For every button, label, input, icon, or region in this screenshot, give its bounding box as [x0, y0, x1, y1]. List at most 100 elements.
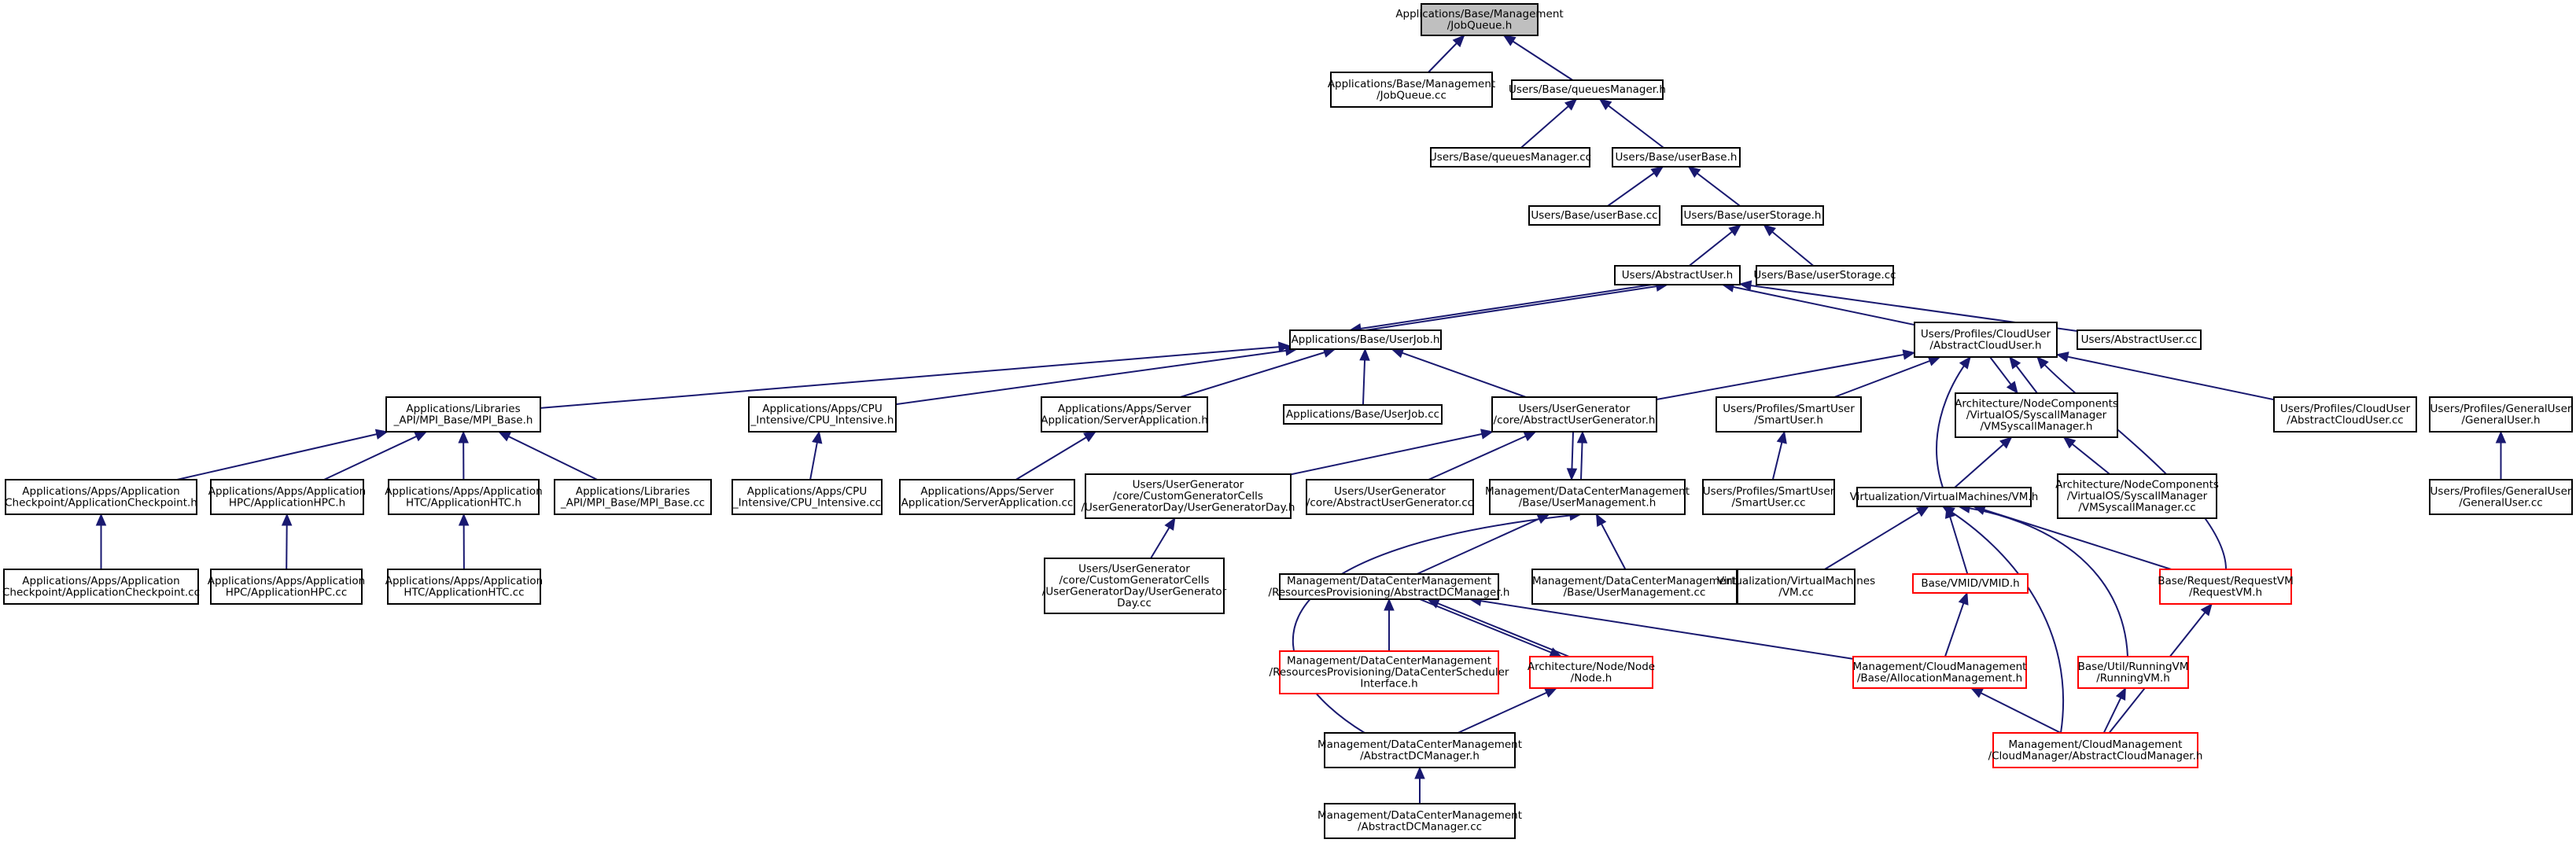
edge-arrowhead	[2115, 687, 2126, 701]
file-node[interactable]: Users/Base/queuesManager.cc	[1429, 147, 1591, 167]
file-node-label: Interface.h	[1360, 678, 1417, 690]
file-node[interactable]: Architecture/Node/Node/Node.h	[1528, 656, 1655, 689]
file-node[interactable]: Users/Base/userStorage.cc	[1753, 265, 1896, 285]
file-node[interactable]: Applications/Base/UserJob.cc	[1283, 404, 1443, 425]
file-node[interactable]: Applications/Apps/ApplicationHPC/Applica…	[208, 569, 365, 605]
edge-n48-to-n45	[1970, 687, 2062, 734]
file-node[interactable]: Management/CloudManagement/Base/Allocati…	[1852, 656, 2027, 689]
edge-arrowhead	[1359, 348, 1370, 361]
file-node[interactable]: Management/DataCenterManagement/Resource…	[1270, 650, 1509, 694]
edge-arrowhead	[458, 513, 470, 526]
file-node-label: Management/DataCenterManagement	[1287, 575, 1491, 587]
file-node[interactable]: Users/UserGenerator/core/CustomGenerator…	[1082, 473, 1295, 519]
file-node-label: Applications/Apps/Application	[208, 575, 365, 587]
file-node[interactable]: Users/UserGenerator/core/AbstractUserGen…	[1491, 396, 1657, 433]
file-node-label: HPC/ApplicationHPC.h	[229, 496, 345, 509]
edge-line	[895, 348, 1297, 406]
file-node[interactable]: Applications/Apps/CPU_Intensive/CPU_Inte…	[732, 479, 883, 515]
edge-line	[1419, 598, 1562, 657]
file-node[interactable]: Applications/Apps/ApplicationHTC/Applica…	[385, 479, 543, 515]
file-node[interactable]: Management/CloudManagement/CloudManager/…	[1988, 732, 2203, 768]
file-node[interactable]: Users/Base/queuesManager.h	[1509, 79, 1666, 100]
file-node[interactable]: Base/VMID/VMID.h	[1912, 573, 2029, 594]
edge-n38-to-n44	[1419, 598, 1563, 657]
file-node-label: Management/DataCenterManagement	[1317, 738, 1522, 751]
file-node[interactable]: Applications/Apps/ApplicationCheckpoint/…	[5, 479, 197, 515]
edge-line	[1599, 98, 1664, 149]
file-node[interactable]: Users/Profiles/CloudUser/AbstractCloudUs…	[1914, 322, 2058, 358]
edge-arrowhead	[1958, 591, 1969, 606]
file-node[interactable]: Users/Base/userBase.h	[1612, 147, 1741, 167]
file-node[interactable]: Users/Base/userStorage.h	[1681, 205, 1824, 226]
file-node[interactable]: Management/DataCenterManagement/Base/Use…	[1485, 479, 1690, 515]
edge-line	[1833, 356, 1940, 398]
file-node[interactable]: Management/DataCenterManagement/Abstract…	[1317, 732, 1522, 768]
file-node-label: /ResourcesProvisioning/AbstractDCManager…	[1269, 586, 1510, 598]
edge-n10-to-n18	[1989, 356, 2018, 395]
edge-line	[498, 431, 598, 480]
file-node-label: Users/Profiles/GeneralUser	[2430, 485, 2572, 498]
file-node[interactable]: Applications/Apps/ApplicationCheckpoint/…	[2, 569, 200, 605]
file-node[interactable]: Applications/Apps/CPU_Intensive/CPU_Inte…	[748, 396, 897, 433]
file-node[interactable]: Applications/Base/UserJob.h	[1289, 329, 1442, 350]
file-node[interactable]: Virtualization/VirtualMachines/VM.h	[1850, 487, 2039, 507]
file-node[interactable]: Applications/Apps/ServerApplication/Serv…	[1041, 396, 1208, 433]
file-node[interactable]: Users/UserGenerator/core/CustomGenerator…	[1042, 558, 1227, 614]
edge-arrowhead	[1650, 166, 1664, 178]
edge-arrowhead	[1384, 598, 1395, 611]
file-node[interactable]: Users/Profiles/GeneralUser/GeneralUser.c…	[2429, 479, 2573, 515]
file-node-label: /core/CustomGeneratorCells	[1060, 574, 1210, 587]
file-node[interactable]: Management/DataCenterManagement/Resource…	[1269, 573, 1510, 600]
file-node[interactable]: Users/UserGenerator/core/AbstractUserGen…	[1306, 479, 1474, 515]
file-node-box	[2273, 396, 2417, 433]
file-node[interactable]: Virtualization/VirtualMachines/VM.cc	[1717, 569, 1875, 605]
edge-line	[1416, 514, 1550, 575]
file-node[interactable]: Users/AbstractUser.cc	[2077, 329, 2202, 350]
file-node-label: Users/UserGenerator	[1334, 485, 1446, 498]
file-node[interactable]: Management/DataCenterManagement/Abstract…	[1317, 803, 1522, 839]
file-node-label: Applications/Apps/Application	[385, 575, 543, 587]
file-node-label: Virtualization/VirtualMachines/VM.h	[1850, 491, 2039, 503]
file-node[interactable]: Applications/Libraries_API/MPI_Base/MPI_…	[385, 396, 541, 433]
file-node[interactable]: Applications/Apps/ServerApplication/Serv…	[899, 479, 1075, 515]
file-node-box	[2057, 473, 2217, 519]
file-node-label: HPC/ApplicationHPC.cc	[226, 586, 348, 598]
edge-n31-to-n10	[1936, 355, 1971, 488]
file-node-box	[2077, 656, 2189, 689]
file-node[interactable]: Base/Request/RequestVM/RequestVM.h	[2158, 569, 2294, 605]
file-node[interactable]: Applications/Libraries_API/MPI_Base/MPI_…	[554, 479, 712, 515]
file-node[interactable]: Management/DataCenterManagement/Base/Use…	[1531, 569, 1738, 605]
file-node-box	[1324, 803, 1516, 839]
edge-curve	[1936, 356, 1971, 488]
file-node-label: /Node.h	[1571, 672, 1612, 684]
edge-arrowhead	[1728, 224, 1741, 237]
edge-line	[1458, 687, 1557, 734]
file-node-box	[1283, 404, 1443, 425]
edge-line	[1365, 284, 1668, 331]
file-node-box	[1715, 396, 1862, 433]
edge-arrowhead	[1999, 436, 2013, 449]
file-node-label: Application/ServerApplication.cc	[901, 496, 1074, 509]
file-node[interactable]: Users/Base/userBase.cc	[1528, 205, 1660, 226]
edge-n32-to-n18	[2062, 436, 2110, 475]
file-node[interactable]: Applications/Base/Management/JobQueue.cc	[1328, 72, 1495, 108]
edge-line	[540, 344, 1291, 409]
file-node[interactable]: Users/Profiles/GeneralUser/GeneralUser.h	[2429, 396, 2573, 433]
file-node-label: /VMSyscallManager.h	[1980, 421, 2092, 433]
edge-line	[1503, 35, 1574, 81]
file-node[interactable]: Applications/Apps/ApplicationHPC/Applica…	[208, 479, 366, 515]
file-node[interactable]: Users/Profiles/SmartUser/SmartUser.cc	[1702, 479, 1835, 515]
file-node[interactable]: Users/Profiles/SmartUser/SmartUser.h	[1715, 396, 1862, 433]
file-node[interactable]: Architecture/NodeComponents/VirtualOS/Sy…	[1955, 392, 2118, 438]
file-node[interactable]: Architecture/NodeComponents/VirtualOS/Sy…	[2055, 473, 2219, 519]
edge-line	[1290, 431, 1493, 476]
file-node[interactable]: Applications/Apps/ApplicationHTC/Applica…	[385, 569, 543, 605]
file-node-label: HTC/ApplicationHTC.h	[406, 496, 521, 509]
file-node[interactable]: Base/Util/RunningVM/RunningVM.h	[2077, 656, 2189, 689]
file-node[interactable]: Users/AbstractUser.h	[1614, 265, 1741, 285]
file-node-box	[1756, 265, 1894, 285]
edge-n36-to-n23	[458, 513, 470, 570]
edge-n25-to-n13	[809, 430, 823, 480]
file-node-label: /AbstractCloudUser.h	[1929, 339, 2041, 352]
file-node[interactable]: Users/Profiles/CloudUser/AbstractCloudUs…	[2273, 396, 2417, 433]
